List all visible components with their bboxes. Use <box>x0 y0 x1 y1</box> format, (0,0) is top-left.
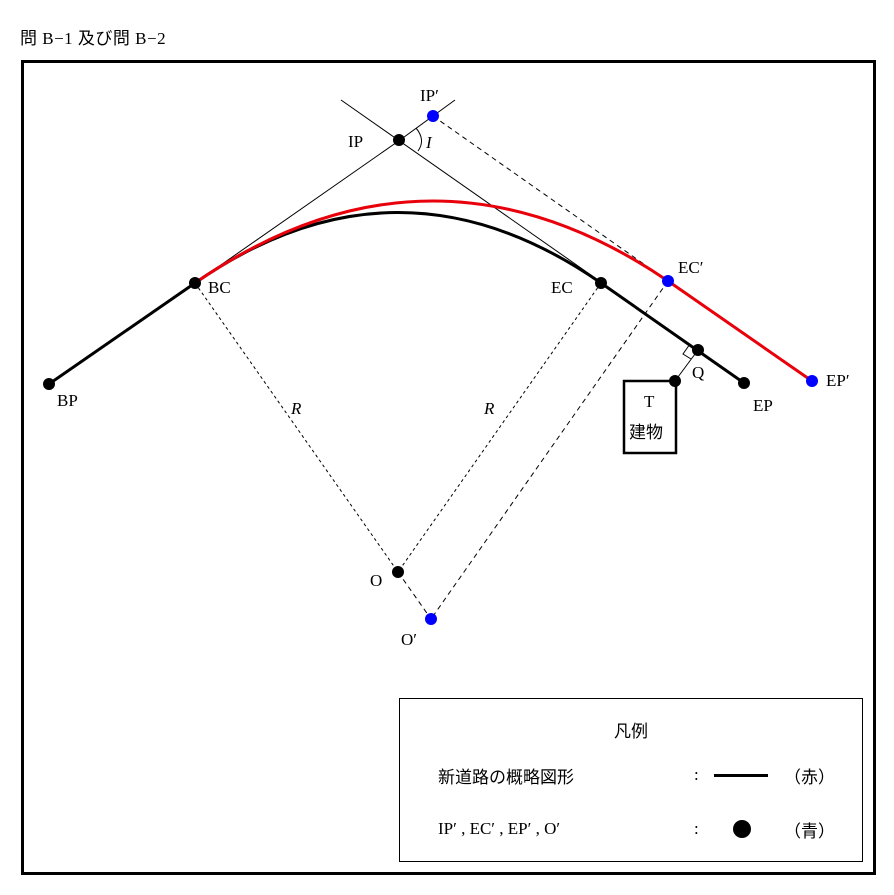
point-bc <box>189 277 201 289</box>
label-angle-i: I <box>425 133 433 152</box>
point-ep <box>738 377 750 389</box>
point-o <box>392 566 404 578</box>
right-angle-marker <box>682 343 692 360</box>
point-o-prime <box>425 613 437 625</box>
point-t <box>669 375 681 387</box>
tangent-line-left <box>194 139 401 284</box>
legend-color-red: （赤） <box>784 767 835 787</box>
existing-road-end <box>600 281 745 385</box>
radius-line-bc <box>194 282 399 573</box>
point-bp <box>43 378 55 390</box>
radius-line-ec <box>397 282 602 573</box>
legend-row-new-points: IP′ , EC′ , EP′ , O′ : （青） <box>438 817 842 841</box>
o-shift-line <box>397 571 432 620</box>
tangent-line-extension <box>399 99 456 141</box>
label-q: Q <box>692 363 704 382</box>
label-o-prime: O′ <box>401 630 417 649</box>
legend-line-swatch <box>714 774 768 777</box>
point-q <box>692 344 704 356</box>
label-building: 建物 <box>629 423 663 442</box>
point-ep-prime <box>806 375 818 387</box>
legend-colon: : <box>694 765 699 784</box>
legend-color-blue: （青） <box>784 821 835 841</box>
radius-line-ec-prime <box>430 280 669 620</box>
legend-colon: : <box>694 819 699 838</box>
label-o: O <box>370 571 382 590</box>
building-rect <box>622 379 678 455</box>
point-ip-prime <box>427 110 439 122</box>
label-radius-right: R <box>483 399 495 418</box>
page-heading: 問 B−1 及び問 B−2 <box>20 29 167 48</box>
legend-new-road-label: 新道路の概略図形 <box>438 767 574 787</box>
legend-dot-swatch <box>733 820 751 838</box>
point-ec-prime <box>662 275 674 287</box>
label-ec-prime: EC′ <box>678 258 703 277</box>
label-radius-left: R <box>290 399 302 418</box>
legend-box: 凡例 新道路の概略図形 : （赤） IP′ , EC′ , EP′ , O′ :… <box>399 698 863 862</box>
new-road-curve <box>194 199 669 285</box>
legend-row-new-road: 新道路の概略図形 : （赤） <box>438 763 842 787</box>
perpendicular-line <box>674 349 699 382</box>
point-ec <box>595 277 607 289</box>
label-ip: IP <box>348 132 363 151</box>
label-ep: EP <box>753 396 773 415</box>
label-bc: BC <box>208 278 231 297</box>
label-ip-prime: IP′ <box>420 86 439 105</box>
point-ip <box>393 134 405 146</box>
legend-title: 凡例 <box>614 722 648 741</box>
shifted-tangent <box>432 115 669 282</box>
existing-road-start <box>48 281 196 386</box>
figure-frame <box>21 60 876 875</box>
new-road-end <box>667 279 813 383</box>
label-t: T <box>644 392 655 411</box>
label-bp: BP <box>57 391 78 410</box>
legend-new-points-label: IP′ , EC′ , EP′ , O′ <box>438 819 561 838</box>
label-ep-prime: EP′ <box>826 371 850 390</box>
intersection-angle-arc <box>415 127 422 152</box>
label-ec: EC <box>551 278 573 297</box>
